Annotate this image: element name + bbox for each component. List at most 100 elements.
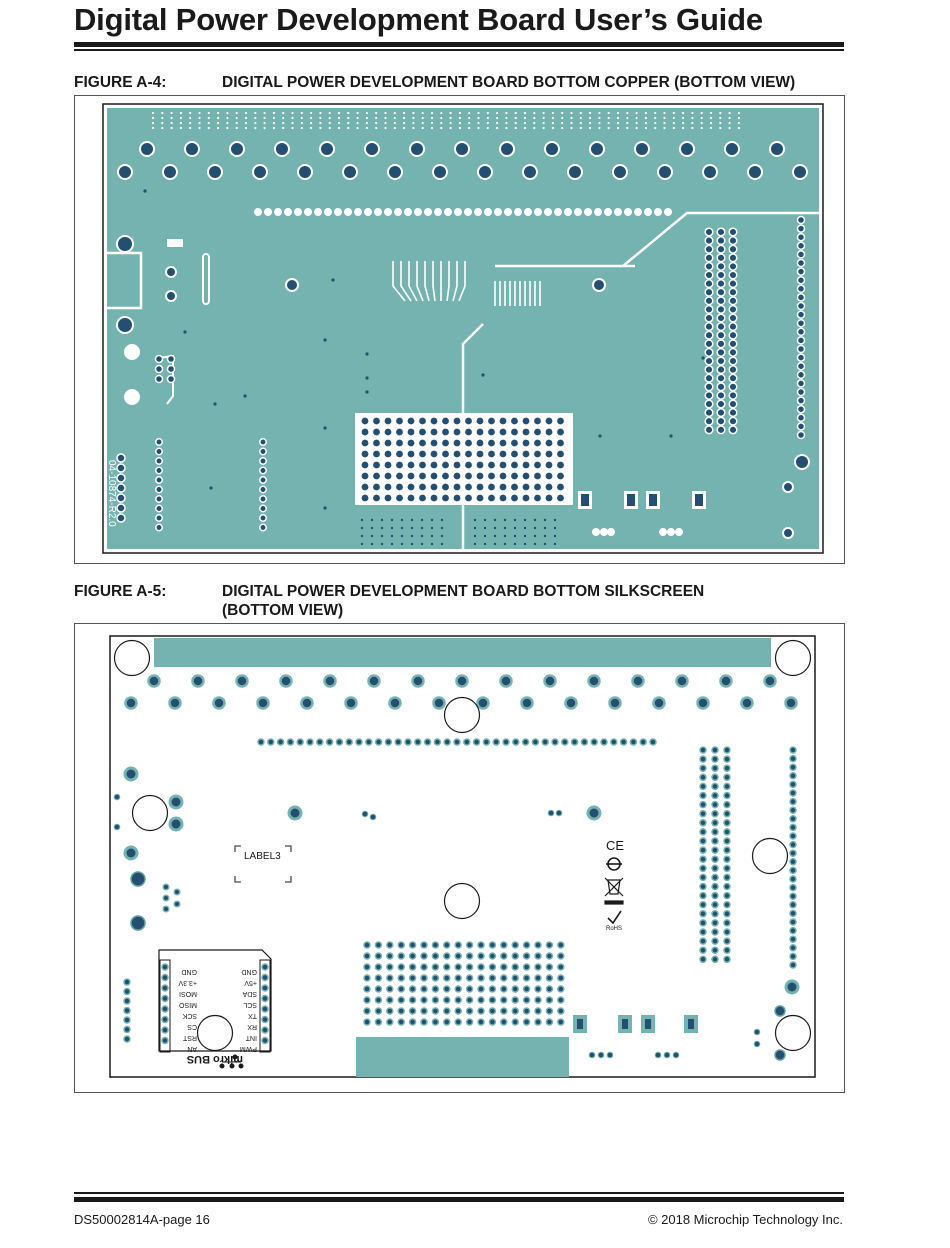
via — [226, 121, 229, 125]
pad — [168, 794, 184, 810]
array-pad — [407, 417, 415, 425]
via — [370, 534, 374, 538]
array-pad — [397, 974, 405, 982]
via — [170, 121, 173, 125]
header-pad — [261, 1036, 269, 1045]
via — [384, 121, 387, 125]
array-pad — [534, 494, 541, 502]
mikrobus-outline — [158, 949, 272, 1052]
smd-pad — [167, 239, 183, 247]
via — [421, 126, 424, 130]
via — [291, 126, 294, 130]
terminal-pad — [724, 141, 740, 157]
array-pad — [500, 941, 508, 949]
connector-pad — [789, 909, 797, 918]
via — [579, 121, 582, 125]
header-pad — [284, 208, 292, 216]
array-pad — [420, 963, 428, 971]
via — [719, 116, 722, 120]
pad — [154, 354, 164, 364]
array-pad — [453, 450, 461, 458]
via — [493, 526, 497, 530]
connector-pad — [716, 261, 726, 271]
array-pad — [361, 439, 369, 447]
connector-pad — [711, 955, 719, 964]
via — [458, 121, 461, 125]
mikrobus-pin-label: GND — [241, 968, 257, 975]
connector-pad — [796, 215, 806, 225]
array-pad — [430, 450, 438, 458]
via — [663, 126, 666, 130]
header-pad — [259, 495, 267, 503]
connector-pad — [704, 347, 714, 357]
array-pad — [477, 952, 485, 960]
via — [380, 518, 384, 522]
svg-text:CE: CE — [606, 838, 624, 853]
header-pad — [304, 208, 312, 216]
via — [505, 116, 508, 120]
pad — [667, 528, 675, 536]
header-pad — [619, 738, 628, 746]
header-pad — [259, 438, 267, 446]
via — [235, 116, 238, 120]
connector-pad — [704, 322, 714, 332]
trace — [392, 261, 406, 302]
label3-marker — [234, 845, 292, 883]
mounting-hole — [774, 1014, 812, 1052]
terminal-pad — [117, 164, 133, 180]
array-pad — [477, 963, 485, 971]
array-pad — [465, 952, 474, 960]
array-pad — [420, 952, 428, 960]
via — [430, 121, 434, 125]
array-pad — [408, 996, 417, 1004]
connector-pad — [704, 399, 714, 409]
via — [523, 542, 527, 546]
terminal-pad — [168, 696, 182, 710]
connector-pad — [728, 365, 738, 375]
header-pad — [600, 738, 608, 746]
header-pad — [123, 987, 131, 996]
connector-pad — [789, 763, 797, 771]
terminal-pad — [763, 674, 777, 688]
array-pad — [557, 1018, 565, 1026]
array-pad — [522, 941, 531, 949]
via — [400, 534, 404, 538]
via — [570, 121, 573, 125]
array-pad — [557, 417, 564, 425]
via — [263, 121, 266, 125]
via — [440, 116, 443, 120]
array-pad — [488, 461, 495, 469]
via — [360, 534, 364, 538]
connector-pad — [704, 408, 714, 418]
mikrobus-pin-label: RX — [247, 1023, 257, 1030]
connector-pad — [716, 253, 726, 263]
via — [356, 116, 359, 120]
array-pad — [545, 417, 553, 425]
via — [347, 121, 350, 125]
terminal-pad — [139, 141, 155, 157]
via — [390, 534, 394, 538]
connector-pad — [704, 382, 714, 392]
terminal-pad — [455, 674, 469, 688]
via — [365, 126, 368, 130]
array-pad — [453, 483, 461, 491]
via — [598, 434, 602, 438]
array-pad — [465, 963, 474, 971]
via — [654, 116, 657, 120]
via — [380, 526, 384, 530]
via — [430, 116, 434, 120]
array-pad — [374, 952, 383, 960]
array-pad — [363, 963, 371, 971]
via — [170, 111, 173, 115]
trace — [458, 261, 466, 302]
header-pad — [544, 208, 552, 216]
connector-pad — [728, 304, 738, 314]
header-pad — [570, 738, 579, 746]
via — [400, 518, 404, 522]
header-pad — [423, 738, 432, 746]
connector-pad — [789, 858, 797, 866]
via — [598, 111, 601, 115]
via — [589, 126, 592, 130]
connector-pad — [723, 955, 731, 964]
header-pad — [259, 457, 267, 465]
